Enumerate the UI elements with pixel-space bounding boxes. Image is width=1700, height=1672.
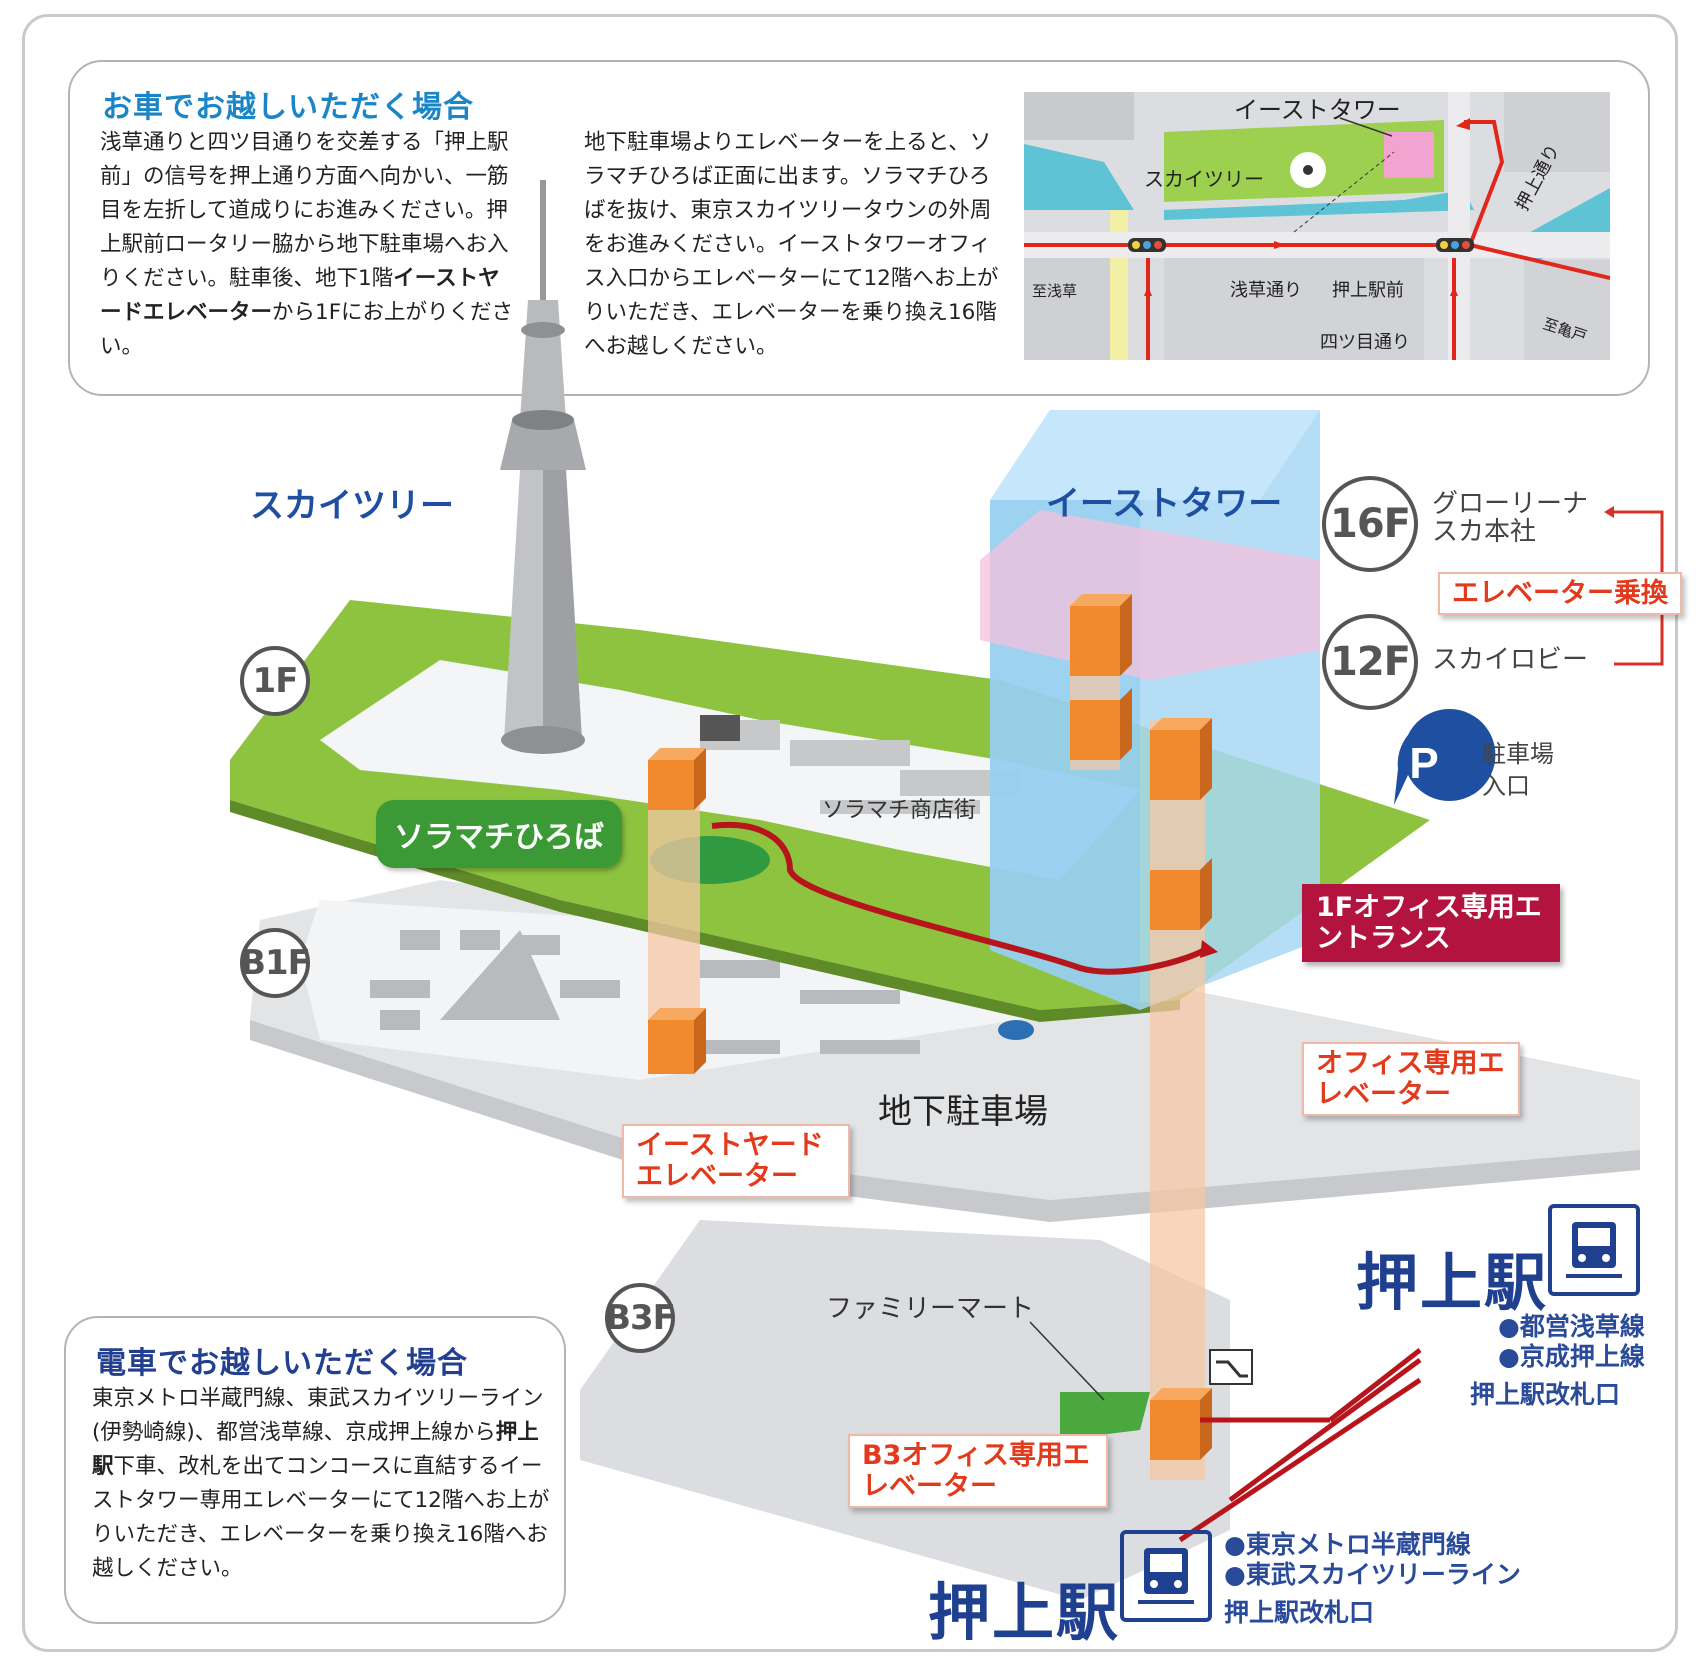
inset-oshiage-ekimae-label: 押上駅前 xyxy=(1332,280,1404,300)
floor-b3f-marker: B3F xyxy=(605,1283,676,1353)
lower-line-1: ●東京メトロ半蔵門線 xyxy=(1224,1530,1471,1559)
car-section-title: お車でお越しいただく場合 xyxy=(102,90,474,125)
floor-16f-marker: 16F xyxy=(1322,476,1418,572)
train-icon xyxy=(1120,1530,1212,1622)
east-tower-label: イーストタワー xyxy=(1046,484,1283,524)
underground-parking-label: 地下駐車場 xyxy=(878,1092,1048,1132)
solamachi-hiroba-label: ソラマチひろば xyxy=(376,800,622,868)
inset-asakusa-dori-label: 浅草通り xyxy=(1230,280,1302,300)
train-text-bold: 押上駅 xyxy=(92,1420,539,1479)
train-section-title: 電車でお越しいただく場合 xyxy=(96,1346,468,1381)
floor-b1f-marker: B1F xyxy=(240,928,311,998)
car-directions-text: 浅草通りと四ツ目通りを交差する「押上駅前」の信号を押上通り方面へ向かい、一筋目を… xyxy=(100,126,518,364)
parking-entrance-label: 駐車場入口 xyxy=(1482,740,1554,800)
inset-east-tower-label: イーストタワー xyxy=(1234,97,1401,124)
inset-yotsume-dori-label: 四ツ目通り xyxy=(1320,332,1410,352)
car-text-part1: 浅草通りと四ツ目通りを交差する「押上駅前」の信号を押上通り方面へ向かい、一筋目を… xyxy=(100,130,509,291)
eastyard-elevator-callout: イーストヤードエレベーター xyxy=(622,1124,850,1198)
car-text-part2: から1Fにお上がりください。 xyxy=(100,300,514,359)
parking-icon: P xyxy=(1409,739,1439,788)
floor-12f-description: スカイロビー xyxy=(1432,645,1589,675)
inset-map: イーストタワー スカイツリー 浅草通り 押上駅前 四ツ目通り 至浅草 至亀戸 押… xyxy=(1024,92,1610,360)
train-icon xyxy=(1548,1204,1640,1296)
familymart-label: ファミリーマート xyxy=(826,1294,1035,1324)
upper-station-name: 押上駅 xyxy=(1356,1246,1549,1319)
upper-station-gate: 押上駅改札口 xyxy=(1470,1380,1621,1409)
train-text-part2: 下車、改札を出てコンコースに直結するイーストタワー専用エレベーターにて12階へお… xyxy=(92,1454,550,1581)
floor-12f-marker: 12F xyxy=(1322,614,1418,710)
upper-line-2: ●京成押上線 xyxy=(1498,1342,1645,1371)
inset-skytree-label: スカイツリー xyxy=(1144,169,1264,191)
lower-station-gate: 押上駅改札口 xyxy=(1224,1598,1375,1627)
train-directions-panel xyxy=(64,1316,566,1624)
train-text-part1: 東京メトロ半蔵門線、東武スカイツリーライン(伊勢崎線)、都営浅草線、京成押上線か… xyxy=(92,1386,544,1445)
skytree-label: スカイツリー xyxy=(250,486,454,526)
elevator-transfer-callout: エレベーター乗換 xyxy=(1438,572,1682,615)
solamachi-street-label: ソラマチ商店街 xyxy=(822,798,977,823)
lower-station-lines: ●東京メトロ半蔵門線 ●東武スカイツリーライン xyxy=(1224,1530,1521,1590)
b3-office-elevator-callout: B3オフィス専用エレベーター xyxy=(848,1434,1108,1508)
floor-16f-description: グローリーナスカ本社 xyxy=(1432,489,1589,547)
walking-directions-text: 地下駐車場よりエレベーターを上ると、ソラマチひろば正面に出ます。ソラマチひろばを… xyxy=(584,130,999,359)
inset-to-asakusa-label: 至浅草 xyxy=(1032,283,1077,300)
floor-1f-marker: 1F xyxy=(240,646,310,716)
train-directions-text: 東京メトロ半蔵門線、東武スカイツリーライン(伊勢崎線)、都営浅草線、京成押上線か… xyxy=(92,1382,554,1586)
car-text-bold: イーストヤードエレベーター xyxy=(100,266,500,325)
office-elevator-callout: オフィス専用エレベーター xyxy=(1302,1042,1520,1116)
upper-station-lines: ●都営浅草線 ●京成押上線 xyxy=(1498,1312,1645,1372)
lower-station-name: 押上駅 xyxy=(928,1576,1121,1649)
office-entrance-1f-callout: 1Fオフィス専用エントランス xyxy=(1302,884,1560,962)
upper-line-1: ●都営浅草線 xyxy=(1498,1312,1645,1341)
lower-line-2: ●東武スカイツリーライン xyxy=(1224,1560,1521,1589)
